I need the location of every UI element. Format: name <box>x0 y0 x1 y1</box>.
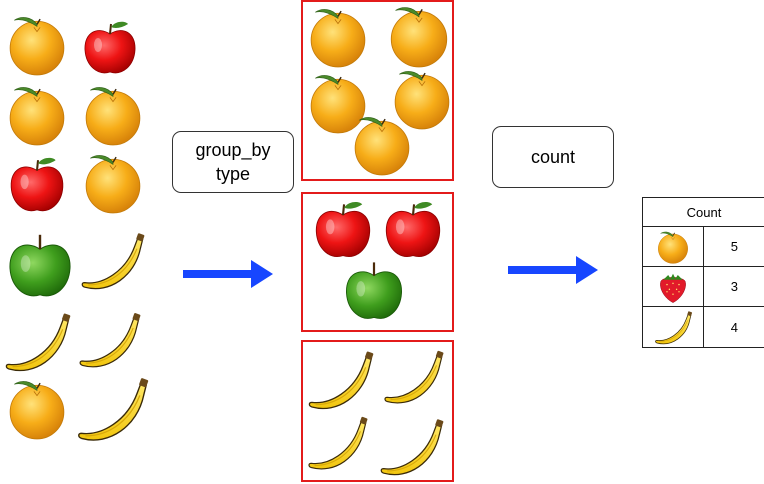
banana-icon <box>2 306 72 376</box>
table-icon-cell <box>642 306 704 348</box>
banana-icon <box>74 370 150 446</box>
table-count-cell: 3 <box>702 266 764 307</box>
orange-icon <box>307 6 369 68</box>
orange-group-box <box>301 0 454 181</box>
banana-icon <box>377 412 445 480</box>
arrow-right-icon <box>508 256 598 284</box>
arrow-right-icon <box>183 260 273 288</box>
banana-icon <box>305 344 375 414</box>
table-header-row: Count <box>642 197 764 227</box>
table-row: 3 <box>642 266 764 307</box>
count-text: count <box>530 147 576 167</box>
apple-icon <box>6 154 68 216</box>
table-icon-cell <box>642 266 704 307</box>
orange-icon <box>82 152 144 214</box>
banana-icon <box>381 344 445 408</box>
orange-icon <box>387 4 451 68</box>
orange-icon <box>82 84 144 146</box>
banana-group-box <box>301 340 454 482</box>
green-apple-icon <box>341 258 407 324</box>
orange-icon <box>656 230 690 264</box>
orange-icon <box>6 14 68 76</box>
apple-icon <box>311 198 375 262</box>
group-by-step-label: group_by type <box>172 131 294 193</box>
table-header: Count <box>642 197 764 227</box>
table-icon-cell <box>642 226 704 267</box>
table-row: 4 <box>642 306 764 348</box>
table-count-cell: 5 <box>702 226 764 267</box>
count-step-label: count <box>492 126 614 188</box>
count-table: Count 5 3 4 <box>642 197 764 348</box>
banana-icon <box>653 307 693 347</box>
table-count-cell: 4 <box>702 306 764 348</box>
table-row: 5 <box>642 226 764 267</box>
green-apple-icon <box>4 230 76 302</box>
group-by-text: group_by type <box>195 140 271 184</box>
orange-icon <box>6 84 68 146</box>
apple-icon <box>80 18 140 78</box>
strawberry-icon <box>655 269 691 305</box>
apple-group-box <box>301 192 454 332</box>
orange-icon <box>351 114 413 176</box>
orange-icon <box>6 378 68 440</box>
banana-icon <box>78 226 146 294</box>
banana-icon <box>76 306 142 372</box>
banana-icon <box>305 410 369 474</box>
apple-icon <box>381 198 445 262</box>
